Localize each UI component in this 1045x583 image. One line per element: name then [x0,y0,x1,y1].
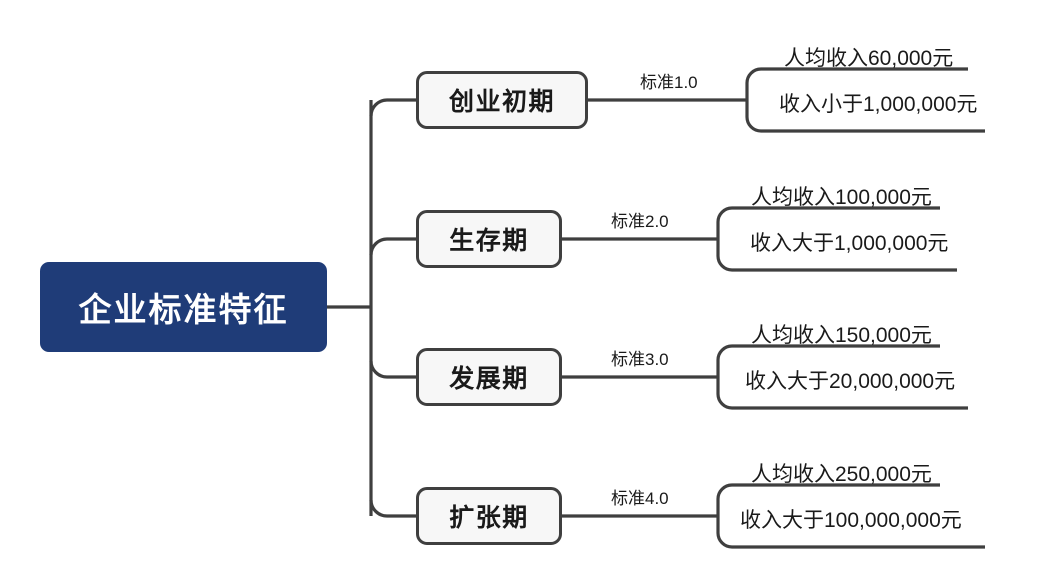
leaf-top-text-2: 人均收入100,000元 [751,186,932,209]
root-node[interactable]: 企业标准特征 [40,262,327,352]
root-node-label: 企业标准特征 [78,291,289,328]
branch-node-3[interactable]: 发展期 [416,348,562,406]
edge-label-3: 标准3.0 [611,350,669,369]
edge-label-1: 标准1.0 [640,73,698,92]
branch-node-2[interactable]: 生存期 [416,210,562,268]
connector-elbow-3 [369,360,416,379]
branch-node-1[interactable]: 创业初期 [416,71,588,129]
branch-node-4-label: 扩张期 [449,504,529,532]
leaf-bottom-text-3: 收入大于20,000,000元 [745,370,956,393]
connector-elbow-4 [369,499,416,518]
branch-node-1-label: 创业初期 [448,88,555,116]
leaf-bottom-text-4: 收入大于100,000,000元 [740,509,962,532]
branch-node-3-label: 发展期 [449,365,529,393]
connector-elbow-1 [369,98,416,117]
connector-elbow-2 [369,237,416,256]
leaf-top-text-3: 人均收入150,000元 [751,324,932,347]
leaf-top-text-1: 人均收入60,000元 [784,47,954,70]
edge-label-4: 标准4.0 [611,489,669,508]
leaf-top-text-4: 人均收入250,000元 [751,463,932,486]
edge-label-2: 标准2.0 [611,212,669,231]
leaf-bottom-text-2: 收入大于1,000,000元 [750,232,949,255]
branch-node-4[interactable]: 扩张期 [416,487,562,545]
branch-node-2-label: 生存期 [449,227,529,255]
leaf-bottom-text-1: 收入小于1,000,000元 [779,93,978,116]
